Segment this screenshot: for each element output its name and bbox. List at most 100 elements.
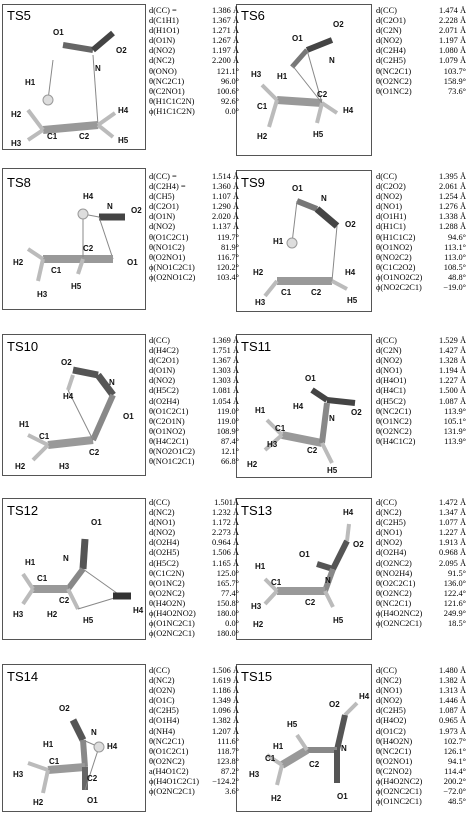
param-row: d(CC)1.369 Å xyxy=(149,336,239,346)
atom-label: C2 xyxy=(307,446,318,455)
param-row: ϕ(O2NC2C1)−72.0° xyxy=(376,787,466,797)
param-name: d(H4C2) xyxy=(149,346,179,356)
param-name: ϕ(H4O2NC2) xyxy=(376,609,423,619)
param-value: 0.968 Å xyxy=(439,548,466,558)
param-name: d(H5C2) xyxy=(149,558,179,568)
atom-label: H5 xyxy=(83,616,94,625)
atom-label: H3 xyxy=(37,290,48,299)
param-row: d(C2H5) 1.087 Å xyxy=(376,706,466,716)
param-row: θ(H4O2N)102.7° xyxy=(376,737,466,747)
atom-label: O2 xyxy=(351,408,362,417)
molecule-ts15: O2 H4 H5 N C1 C2 H3 H1 O1 H2 xyxy=(249,692,370,803)
panel-ts8: TS8 H4 N O2 O1 C1 C2 H2 H5 H3 xyxy=(2,168,146,310)
atom-label: O1 xyxy=(299,550,310,559)
param-name: θ(NC2C1) xyxy=(376,746,412,756)
param-row: θ(O1NC2)165.7° xyxy=(149,579,239,589)
param-row: θ(NO1C2C1)66.8° xyxy=(149,457,239,467)
param-value: 1.474 Å xyxy=(439,6,466,15)
param-row: d(H4O2)0.965 Å xyxy=(376,716,466,726)
param-value: 1.303 Å xyxy=(212,366,239,376)
atom-label: H4 xyxy=(345,268,356,277)
param-name: d(C2H5) xyxy=(376,706,406,716)
param-row: θ(O2NO1)94.1° xyxy=(376,757,466,767)
atom-label: C1 xyxy=(271,578,282,587)
param-row: d(O2NC2)2.095 Å xyxy=(376,559,466,569)
param-row: d(CC)1.474 Å xyxy=(376,6,466,16)
param-name: θ(C1C2N) xyxy=(149,568,185,578)
atom-label: H5 xyxy=(118,136,129,145)
atom-label: C2 xyxy=(59,596,70,605)
param-name: d(O1N) xyxy=(149,212,176,222)
param-row: d(H5C2)1.087 Å xyxy=(376,397,466,407)
param-row: ϕ(H1C1C2N)0.0° xyxy=(149,107,239,117)
param-row: θ(O2NO1)116.7° xyxy=(149,253,239,263)
panel-label: TS10 xyxy=(7,339,39,354)
param-name: d(CC) xyxy=(149,498,170,507)
param-row: ϕ(NO2C2C1)−19.0° xyxy=(376,283,466,293)
param-value: 1.347 Å xyxy=(439,508,466,518)
param-value: 1.254 Å xyxy=(439,192,466,202)
param-value: 102.7° xyxy=(443,736,466,746)
param-row: θ(NC2C1)126.1° xyxy=(376,747,466,757)
param-value: 113.9° xyxy=(444,436,466,446)
param-value: 2.061 Å xyxy=(439,182,466,192)
param-value: 249.9° xyxy=(443,609,466,619)
param-value: 1.197 Å xyxy=(439,36,466,46)
param-row: d(CC)1.395 Å xyxy=(376,172,466,182)
param-row: d(H4O1)1.227 Å xyxy=(376,376,466,386)
param-row: ϕ(H4O2NO2)180.0° xyxy=(149,609,239,619)
param-row: d(O2H4)1.054 Å xyxy=(149,397,239,407)
param-name: ϕ(O2NC2C1) xyxy=(149,629,195,639)
panel-ts6: TS6 O1 O2 N H1 H3 C1 C2 H2 H5 H4 xyxy=(236,4,372,156)
param-value: 1.500 Å xyxy=(439,386,466,396)
param-name: θ(NO2C2) xyxy=(376,252,412,262)
param-value: 2.020 Å xyxy=(212,212,239,222)
param-row: d(C2O2)2.061 Å xyxy=(376,182,466,192)
param-name: θ(O2NO1) xyxy=(376,756,413,766)
param-name: d(CC) xyxy=(149,666,170,675)
param-row: d(C2N)1.427 Å xyxy=(376,346,466,356)
param-value: 48.8° xyxy=(447,272,466,282)
atom-label: H4 xyxy=(83,192,94,201)
param-name: d(O1H1) xyxy=(376,212,407,222)
param-row: d(H1O1)1.271 Å xyxy=(149,26,239,36)
param-name: ϕ(H4O2NC2) xyxy=(376,777,423,787)
param-name: θ(O2NC2) xyxy=(149,756,185,766)
param-row: d(NC2)1.382 Å xyxy=(376,676,466,686)
param-row: d(CC) =1.386 Å xyxy=(149,6,239,16)
param-value: 1.165 Å xyxy=(212,558,239,568)
param-value: 1.096 Å xyxy=(212,706,239,716)
param-name: θ(C2NO2) xyxy=(376,766,412,776)
atom-label: H3 xyxy=(267,440,278,449)
param-name: θ(NC2C1) xyxy=(149,736,185,746)
param-row: d(O1H1)1.338 Å xyxy=(376,212,466,222)
param-row: θ(NC2C1)103.7° xyxy=(376,67,466,77)
param-row: d(NC2)2.200 Å xyxy=(149,56,239,66)
atom-label: N xyxy=(107,202,113,211)
atom-label: N xyxy=(95,64,101,73)
param-row: d(NH4)1.207 Å xyxy=(149,727,239,737)
param-row: d(H5C2) 1.165 Å xyxy=(149,559,239,569)
atom-label: O1 xyxy=(127,258,138,267)
param-row: θ(C1C2O2)108.5° xyxy=(376,263,466,273)
param-row: θ(O1C2C1)118.7° xyxy=(149,747,239,757)
param-row: θ(H4C1C2)113.9° xyxy=(376,437,466,447)
param-value: 131.9° xyxy=(443,426,466,436)
atom-label: H2 xyxy=(33,798,44,807)
param-value: 1.506 Å xyxy=(212,666,239,675)
param-row: d(O1H4)1.382 Å xyxy=(149,716,239,726)
param-name: θ(O1NC2) xyxy=(376,86,412,96)
param-row: θ(O2NC2)123.8° xyxy=(149,757,239,767)
atom-label: O1 xyxy=(292,184,303,193)
param-row: d(H4C2)1.751 Å xyxy=(149,346,239,356)
param-name: ϕ(O2NC2C1) xyxy=(376,619,422,629)
param-name: θ(O1C2C1) xyxy=(149,746,189,756)
param-row: θ(C2O1N)119.0° xyxy=(149,417,239,427)
atom-label: O2 xyxy=(131,206,142,215)
param-row: θ(H4O2N)150.8° xyxy=(149,599,239,609)
param-value: 1.087 Å xyxy=(439,706,466,716)
